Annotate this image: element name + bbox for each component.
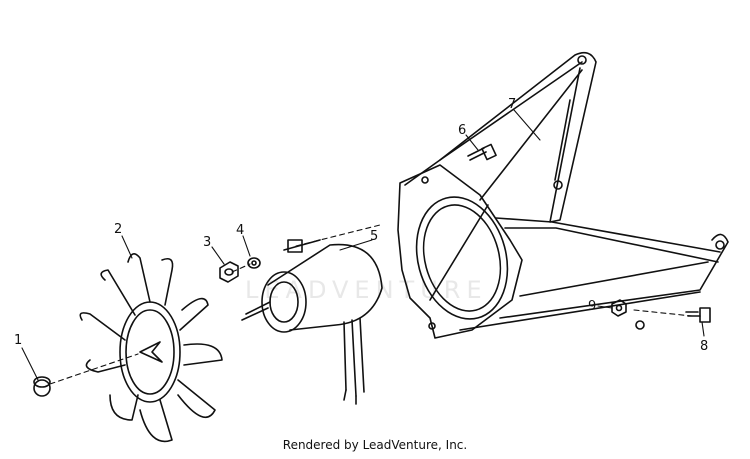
motor-part-5 (241, 239, 383, 405)
callout-6: 6 (458, 123, 466, 138)
fan-part-2 (79, 253, 223, 443)
mounting-plate (397, 164, 523, 339)
bolt-part-8 (685, 307, 711, 323)
mounting-frame-bracket (404, 51, 729, 331)
callout-2: 2 (114, 222, 122, 237)
nut-part-3 (219, 261, 239, 283)
bolt-part-6 (467, 143, 497, 161)
callout-3: 3 (203, 235, 211, 250)
callout-8: 8 (700, 339, 708, 354)
render-credit: Rendered by LeadVenture, Inc. (282, 438, 468, 452)
callout-4: 4 (236, 223, 244, 238)
callout-5: 5 (370, 229, 378, 244)
callout-1: 1 (14, 333, 22, 348)
spacer-part-1 (33, 376, 51, 397)
leader-lines (21, 109, 705, 381)
washer-part-4 (247, 257, 261, 269)
nut-part-9 (611, 299, 627, 317)
callout-9: 9 (588, 299, 596, 314)
assembly-axis-lines (49, 224, 693, 385)
callout-7: 7 (508, 97, 516, 112)
